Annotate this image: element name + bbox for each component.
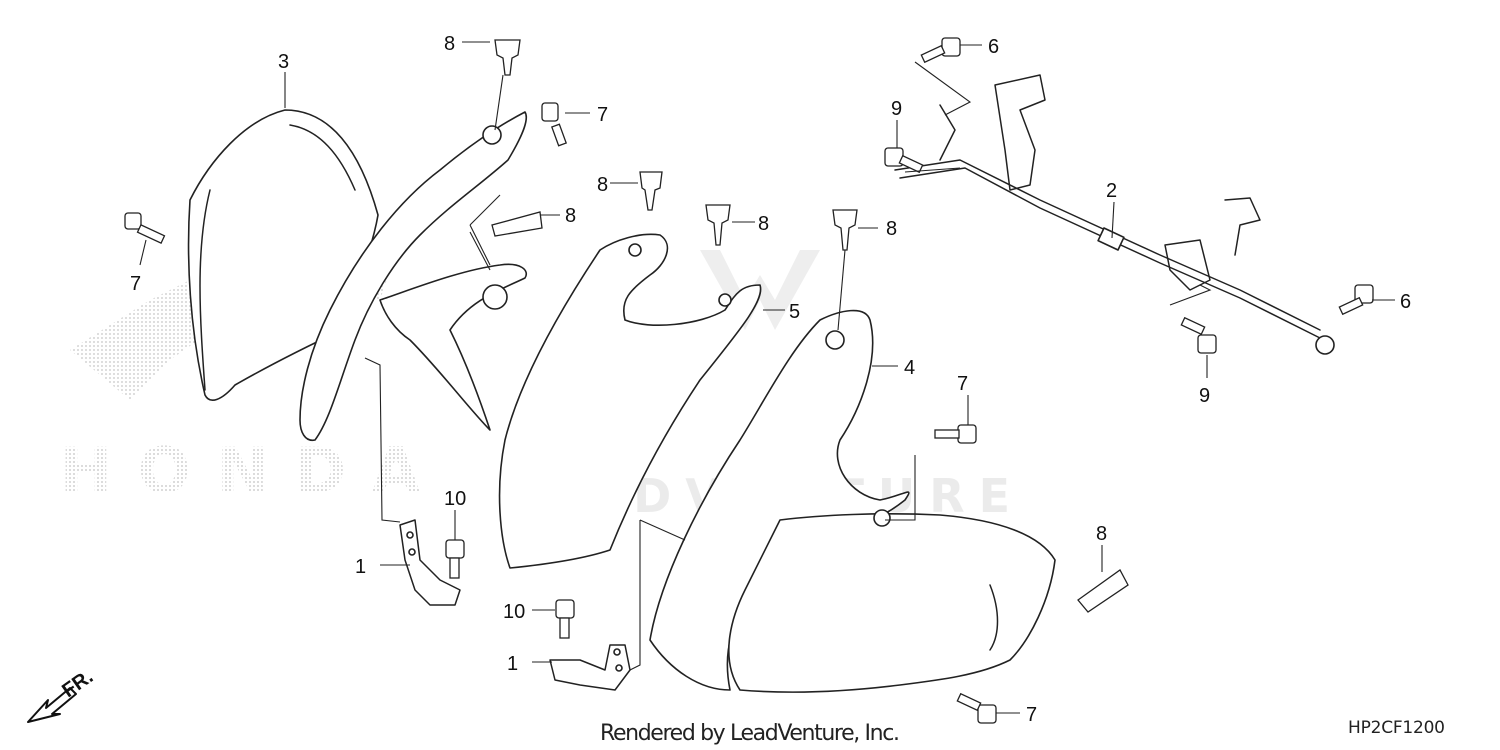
callout-1-left: 1 [355, 556, 366, 578]
footer-credit: Rendered by LeadVenture, Inc. [600, 721, 900, 746]
bracket-part-1-left [399, 519, 461, 606]
callout-8-top: 8 [444, 33, 455, 55]
callout-6-right: 6 [1400, 291, 1411, 313]
bolt-7-bottom [956, 692, 997, 724]
leader-lines [139, 41, 1395, 714]
windscreen-frame [299, 111, 527, 442]
callout-7-bottom: 7 [1026, 704, 1037, 726]
callout-2: 2 [1106, 180, 1117, 202]
callout-4: 4 [904, 357, 915, 379]
bolt-7-top [541, 102, 568, 147]
callout-8-c: 8 [758, 213, 769, 235]
callout-7-top: 7 [597, 104, 608, 126]
clip-8-lower [1077, 569, 1129, 613]
callout-7-mid: 7 [957, 373, 968, 395]
center-cowl-part-5 [498, 233, 762, 569]
bolt-10-bottom [555, 599, 575, 639]
callout-1-bottom: 1 [507, 653, 518, 675]
bolt-7-left [124, 212, 166, 244]
clip-8-d [832, 209, 858, 251]
bolt-6-top [920, 37, 961, 64]
callout-10-bottom: 10 [503, 601, 525, 623]
bolt-7-mid [934, 424, 977, 444]
callout-8-lower: 8 [1096, 523, 1107, 545]
front-direction-indicator: FR. [27, 666, 97, 723]
callout-7-left: 7 [130, 273, 141, 295]
front-fender-part-4 [649, 309, 1056, 693]
callout-8-a: 8 [597, 174, 608, 196]
callout-labels: 3 8 7 8 8 8 8 7 5 4 6 9 2 6 9 7 10 1 10 … [130, 33, 1411, 726]
honda-watermark-text: HONDA [60, 434, 420, 507]
bolt-6-right [1338, 284, 1374, 316]
callout-9-upper: 9 [891, 98, 902, 120]
callout-5: 5 [789, 301, 800, 323]
bolt-9-lower [1180, 316, 1217, 354]
clip-8-c [705, 204, 731, 246]
bolt-9-upper [884, 147, 924, 174]
clip-8-a [639, 171, 663, 211]
clip-8-top [494, 39, 521, 76]
callout-8-b: 8 [565, 205, 576, 227]
callout-9-lower: 9 [1199, 385, 1210, 407]
bolt-10-left [445, 539, 465, 579]
front-arrow-icon [27, 687, 77, 723]
clip-8-b [491, 211, 543, 237]
bracket-part-1-right [549, 644, 631, 691]
callout-10-left: 10 [444, 488, 466, 510]
callout-6-top: 6 [988, 36, 999, 58]
callout-3: 3 [278, 51, 289, 73]
stay-part-2 [894, 74, 1335, 355]
callout-8-d: 8 [886, 218, 897, 240]
diagram-code: HP2CF1200 [1348, 718, 1445, 738]
